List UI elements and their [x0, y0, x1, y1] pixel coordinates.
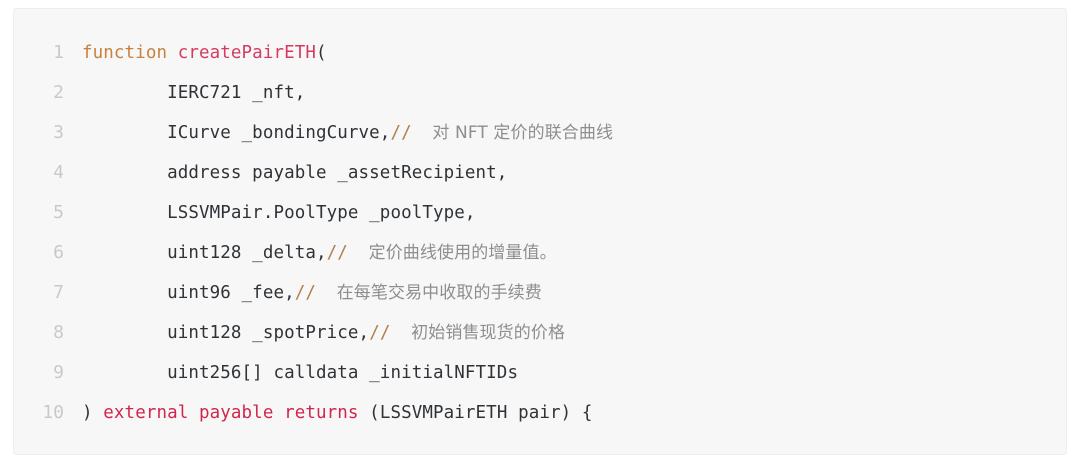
code-token-plain: address payable _assetRecipient,: [167, 163, 508, 183]
code-token-comment: //: [294, 283, 317, 303]
code-indent: [82, 363, 167, 383]
line-number: 5: [53, 202, 64, 223]
code-line: 8 uint128 _spotPrice,// 初始销售现货的价格: [14, 313, 1066, 353]
code-token-plain: LSSVMPair.PoolType _poolType,: [167, 203, 476, 223]
code-indent: [82, 123, 167, 143]
code-line: 2 IERC721 _nft,: [14, 73, 1066, 113]
code-line-text: uint128 _spotPrice,// 初始销售现货的价格: [64, 313, 565, 353]
line-number: 7: [53, 282, 64, 303]
code-token-plain: uint256[] calldata _initialNFTIDs: [167, 363, 519, 383]
code-line-text: uint128 _delta,// 定价曲线使用的增量值。: [64, 233, 557, 273]
code-token-cn-mono: [390, 323, 411, 343]
code-token-plain: uint96 _fee,: [167, 283, 295, 303]
code-indent: [82, 163, 167, 183]
code-token-cn-mono: [316, 283, 337, 303]
line-number: 2: [53, 82, 64, 103]
code-token-keyword-r: external payable returns: [103, 403, 359, 423]
code-line: 6 uint128 _delta,// 定价曲线使用的增量值。: [14, 233, 1066, 273]
code-line: 10) external payable returns (LSSVMPairE…: [14, 393, 1066, 433]
code-line-text: ICurve _bondingCurve,// 对 NFT 定价的联合曲线: [64, 113, 613, 153]
code-line-text: ) external payable returns (LSSVMPairETH…: [64, 393, 593, 433]
code-indent: [82, 83, 167, 103]
code-line-text: uint256[] calldata _initialNFTIDs: [64, 353, 518, 393]
code-token-cn: 在每笔交易中收取的手续费: [336, 283, 542, 303]
code-token-comment: //: [390, 123, 412, 143]
code-indent: [82, 283, 167, 303]
code-line: 3 ICurve _bondingCurve,// 对 NFT 定价的联合曲线: [14, 113, 1066, 153]
code-token-cn: 定价曲线使用的增量值。: [368, 243, 557, 263]
code-indent: [82, 323, 167, 343]
code-token-plain: uint128 _delta,: [167, 243, 327, 263]
code-token-cn: 初始销售现货的价格: [411, 323, 566, 343]
line-number: 4: [53, 162, 64, 183]
code-token-plain: (LSSVMPairETH pair) {: [358, 403, 593, 423]
line-number: 8: [53, 322, 64, 343]
code-line: 5 LSSVMPair.PoolType _poolType,: [14, 193, 1066, 233]
code-token-cn-mono: [348, 243, 369, 263]
code-token-comment: //: [326, 243, 348, 263]
code-line: 9 uint256[] calldata _initialNFTIDs: [14, 353, 1066, 393]
code-indent: [82, 203, 167, 223]
code-line-text: function createPairETH(: [64, 33, 327, 73]
code-line: 7 uint96 _fee,// 在每笔交易中收取的手续费: [14, 273, 1066, 313]
line-number: 3: [53, 122, 64, 143]
code-token-plain: [167, 43, 178, 63]
line-number: 6: [53, 242, 64, 263]
code-token-cn-mono: [412, 123, 433, 143]
line-number: 9: [53, 362, 64, 383]
code-token-plain: IERC721 _nft,: [167, 83, 306, 103]
code-token-plain: ICurve _bondingCurve,: [167, 123, 391, 143]
line-number: 10: [42, 402, 64, 423]
code-token-plain: (: [316, 43, 327, 63]
code-token-cn: 对 NFT 定价的联合曲线: [432, 123, 614, 143]
code-indent: [82, 243, 167, 263]
code-line-text: address payable _assetRecipient,: [64, 153, 507, 193]
code-line-text: uint96 _fee,// 在每笔交易中收取的手续费: [64, 273, 542, 313]
code-token-comment: //: [369, 323, 391, 343]
code-line-text: LSSVMPair.PoolType _poolType,: [64, 193, 476, 233]
code-token-fn: createPairETH: [177, 43, 317, 63]
code-line: 4 address payable _assetRecipient,: [14, 153, 1066, 193]
code-token-plain: ): [82, 403, 104, 423]
line-number: 1: [53, 42, 64, 63]
code-line-text: IERC721 _nft,: [64, 73, 305, 113]
code-token-kw: function: [82, 43, 168, 63]
code-token-plain: uint128 _spotPrice,: [167, 323, 370, 343]
